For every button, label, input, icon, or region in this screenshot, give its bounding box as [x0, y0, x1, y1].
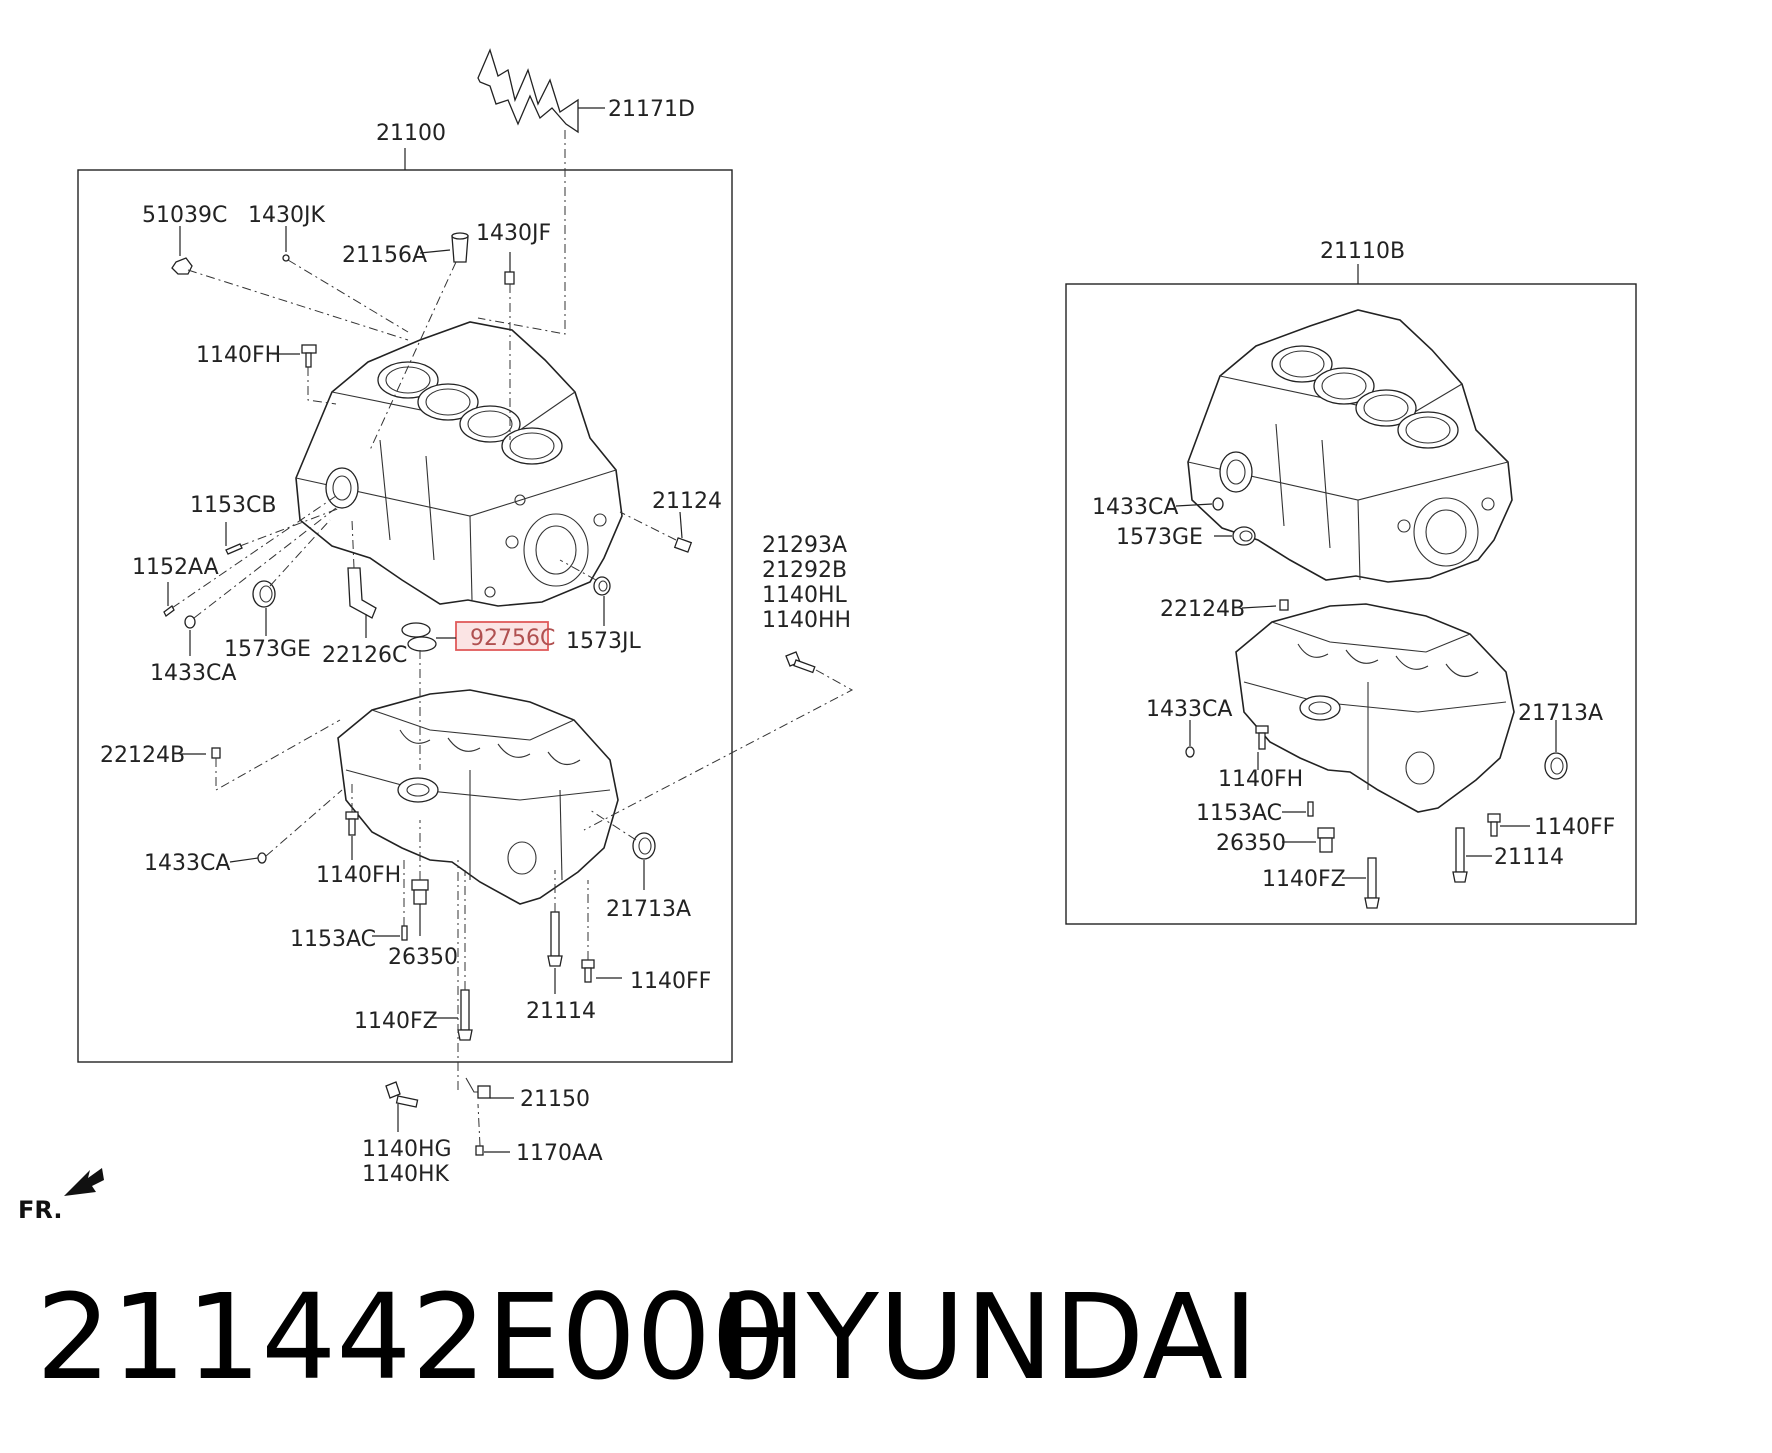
label-21171d: 21171D [608, 97, 695, 122]
leader-lines-left [167, 226, 683, 1153]
label-21156a: 21156A [342, 243, 427, 268]
seal-1573jl [559, 559, 611, 596]
bolt-1140fh-upper [301, 344, 337, 405]
label-1573jl: 1573JL [566, 629, 641, 654]
label-1433ca-right-upper: 1433CA [1092, 495, 1178, 520]
label-92756c: 92756C [470, 626, 555, 651]
bolt-1140fz-left [457, 870, 473, 1041]
label-1140fh-lower: 1140FH [316, 863, 401, 888]
pin-1153cb [225, 507, 341, 555]
label-1140hh: 1140HH [762, 608, 851, 633]
label-1140fz-right: 1140FZ [1262, 867, 1346, 892]
dowel-21124 [619, 511, 693, 553]
label-1153cb: 1153CB [190, 493, 276, 518]
label-1153ac-right: 1153AC [1196, 801, 1282, 826]
right-small-parts [1185, 497, 1568, 909]
plug-1433ca-upper [184, 507, 337, 629]
label-21114-right: 21114 [1494, 845, 1564, 870]
part-number-caption: 211442E000 [36, 1268, 786, 1406]
label-1140ff-right: 1140FF [1534, 815, 1615, 840]
bolt-21293a [583, 651, 854, 831]
label-21713a-left: 21713A [606, 897, 691, 922]
dowel-21156a [369, 232, 469, 451]
label-26350-right: 26350 [1216, 831, 1286, 856]
label-21114-left: 21114 [526, 999, 596, 1024]
label-51039c: 51039C [142, 203, 227, 228]
front-direction-indicator: FR. [18, 1168, 104, 1224]
label-1433ca-lower: 1433CA [144, 851, 230, 876]
label-21124: 21124 [652, 489, 722, 514]
bolt-1140hg [385, 1081, 419, 1108]
label-1140ff-left: 1140FF [630, 969, 711, 994]
label-1430jf: 1430JF [476, 221, 551, 246]
label-1430jk: 1430JK [248, 203, 325, 228]
pin-22124b-left [211, 719, 341, 791]
label-1140hl: 1140HL [762, 583, 848, 608]
label-26350-left: 26350 [388, 945, 458, 970]
front-arrow-icon [64, 1168, 104, 1196]
label-1170aa: 1170AA [516, 1141, 603, 1166]
gasket-21171d-part [477, 48, 605, 335]
bolt-51039c [171, 257, 409, 341]
bolt-21114-left [547, 870, 563, 967]
highlight-box-92756c [455, 621, 549, 651]
oring-92756c [401, 622, 437, 770]
seal-1573ge-left [252, 519, 331, 608]
label-1140fh-right: 1140FH [1218, 767, 1303, 792]
label-22124b-left: 22124B [100, 743, 185, 768]
label-1153ac-left: 1153AC [290, 927, 376, 952]
label-1573ge-left: 1573GE [224, 637, 311, 662]
pin-1153ac-left [401, 860, 408, 941]
plug-1433ca-lower [257, 789, 343, 864]
seal-21713a-left [589, 809, 656, 860]
label-21293a: 21293A [762, 533, 847, 558]
label-1140fh-upper: 1140FH [196, 343, 281, 368]
right-upper-block [1187, 309, 1513, 583]
front-label: FR. [18, 1196, 62, 1224]
upper-cylinder-block [295, 321, 623, 607]
bolt-1170aa [475, 1103, 484, 1156]
pin-1430jk [282, 254, 409, 333]
label-1433ca-right-lower: 1433CA [1146, 697, 1232, 722]
label-21713a-right: 21713A [1518, 701, 1603, 726]
label-21100: 21100 [376, 121, 446, 146]
assembly-frame-21110b [1065, 283, 1637, 925]
tube-22126c [347, 519, 377, 619]
label-21292b: 21292B [762, 558, 847, 583]
pin-1152aa [163, 495, 337, 617]
right-lower-bedplate [1235, 603, 1515, 813]
label-21110b: 21110B [1320, 239, 1405, 264]
brand-caption: HYUNDAI [718, 1268, 1258, 1406]
oil-jet-21150 [457, 860, 491, 1099]
lower-bedplate [337, 689, 619, 905]
label-22126c: 22126C [322, 643, 407, 668]
label-21150: 21150 [520, 1087, 590, 1112]
label-1573ge-right: 1573GE [1116, 525, 1203, 550]
label-1140fz-left: 1140FZ [354, 1009, 438, 1034]
label-1140hg: 1140HG [362, 1137, 452, 1162]
label-22124b-right: 22124B [1160, 597, 1245, 622]
bolt-1140ff-left [581, 880, 595, 983]
label-1433ca-upper: 1433CA [150, 661, 236, 686]
leader-lines-right [1175, 503, 1557, 879]
label-1152aa: 1152AA [132, 555, 219, 580]
label-1140hk: 1140HK [362, 1162, 450, 1187]
bolt-1140fh-lower [345, 780, 359, 836]
